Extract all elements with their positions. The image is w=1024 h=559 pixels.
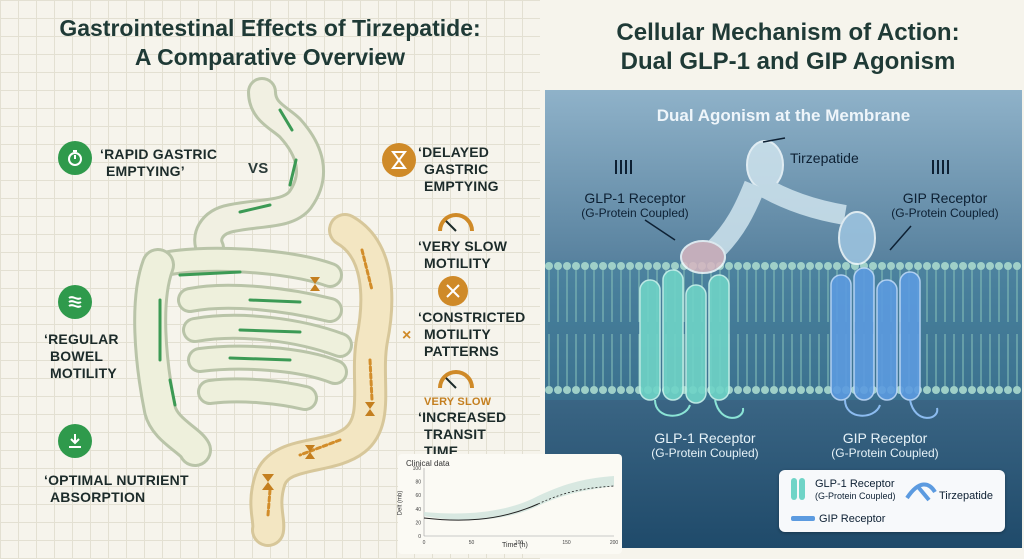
intestine-icon [58,285,92,319]
bottom-gip-sub: (G-Protein Coupled) [831,446,939,460]
gauge-icon-2 [436,364,476,397]
inset-x-tick: 50 [469,540,475,546]
optimal-line1: ‘Optimal Nutrient [44,472,189,488]
bottom-gip-title: GIP Receptor [842,430,928,446]
vs-label: VS [248,160,269,177]
inset-y-tick: 60 [415,493,421,499]
delayed-line3: Emptying [424,178,499,194]
constricted-line2: Motility [424,326,491,342]
constricted-line1: ‘Constricted [418,309,526,325]
inset-y-tick: 100 [413,466,422,472]
left-title: Gastrointestinal Effects of Tirzepatide:… [20,14,520,72]
gauge-caption: Very Slow [424,396,492,408]
veryslow-line2: Motility [424,255,491,271]
inset-y-tick: 80 [415,480,421,486]
legend-tirzepatide: Tirzepatide [939,490,994,502]
tirzepatide-label: Tirzepatide [790,150,859,166]
inset-title: Clinical data [406,459,450,468]
legend-glp1-sub: (G-Protein Coupled) [815,491,896,501]
inset-xlabel: Time (h) [502,542,528,549]
legend-glp1-title: GLP-1 Receptor [815,478,895,490]
gip-receptor-sub: (G-Protein Coupled) [891,206,999,220]
constricted-label: ‘Constricted Motility Patterns [418,309,525,360]
veryslow-line1: ‘Very Slow [418,238,508,254]
right-title-line1: Cellular Mechanism of Action: [616,19,960,46]
bottom-gip-label: GIP Receptor (G-Protein Coupled) [800,430,970,460]
inset-y-tick: 0 [418,534,421,540]
membrane-illustration [545,137,1022,419]
optimal-line2: Absorption [50,489,146,505]
regular-line3: Motility [50,365,117,381]
inset-x-tick: 150 [562,540,571,546]
bottom-glp1-label: GLP-1 Receptor (G-Protein Coupled) [620,430,790,460]
rapid-line1: ‘Rapid Gastric [100,146,218,162]
inset-ylabel: Delt (mb) [397,490,404,516]
membrane-panel: Dual Agonism at the Membrane Tirzepatide… [545,90,1022,548]
legend-glp1: GLP-1 Receptor (G-Protein Coupled) [815,478,896,502]
delayed-gastric-label: ‘Delayed Gastric Emptying [418,144,499,195]
inset-y-tick: 40 [415,507,421,513]
rapid-gastric-label: ‘Rapid Gastric Emptying’ [100,146,217,180]
optimal-nutrient-label: ‘Optimal Nutrient Absorption [44,472,189,506]
very-slow-label: ‘Very Slow Motility [418,238,507,272]
gip-receptor-title: GIP Receptor [902,190,988,206]
inset-x-tick: 100 [515,540,524,546]
left-title-line1: Gastrointestinal Effects of Tirzepatide: [59,15,481,41]
constriction-icon [438,276,468,306]
constricted-line3: Patterns [424,343,499,359]
glp1-receptor-label: GLP-1 Receptor (G-Protein Coupled) [565,190,705,220]
x-mark: × [402,327,412,344]
gip-receptor-icon [925,152,955,182]
inset-y-tick: 20 [415,520,421,526]
increased-transit-label: ‘Increased Transit Time [418,409,506,460]
right-title: Cellular Mechanism of Action: Dual GLP-1… [552,18,1024,76]
gauge-icon [436,207,476,240]
glp1-receptor-title: GLP-1 Receptor [584,190,686,206]
regular-bowel-label: ‘Regular Bowel Motility [44,331,119,382]
legend-gip: GIP Receptor [819,513,886,525]
bottom-glp1-title: GLP-1 Receptor [654,430,756,446]
hourglass-icon [382,143,416,177]
legend-box: GLP-1 Receptor (G-Protein Coupled) Tirze… [779,470,1005,532]
inset-series-projection [537,485,615,505]
increased-line1: ‘Increased [418,409,507,425]
gip-receptor-label: GIP Receptor (G-Protein Coupled) [875,190,1015,220]
rapid-line2: Emptying’ [106,163,185,179]
inset-x-tick: 0 [423,540,426,546]
inset-series-line [423,503,539,521]
increased-line2: Transit [424,426,487,442]
inset-x-tick: 200 [610,540,619,546]
nutrient-icon [58,424,92,458]
bottom-glp1-sub: (G-Protein Coupled) [651,446,759,460]
right-title-line2: Dual GLP-1 and GIP Agonism [620,48,956,75]
glp1-receptor-sub: (G-Protein Coupled) [581,206,689,220]
regular-line1: ‘Regular [44,331,119,347]
inset-confidence-band [424,476,614,521]
delayed-line1: ‘Delayed [418,144,490,160]
regular-line2: Bowel [50,348,104,364]
left-title-line2: A Comparative Overview [134,44,406,70]
panel-heading: Dual Agonism at the Membrane [656,106,911,125]
gi-effects-panel: Gastrointestinal Effects of Tirzepatide:… [0,0,540,559]
delayed-line2: Gastric [424,161,489,177]
clinical-inset-chart: Clinical data 0 50 100 150 200 0 20 40 60 80 100 D… [397,454,622,554]
receptor-icon [608,152,638,182]
stopwatch-icon [58,141,92,175]
inset-plot: 0 50 100 150 200 0 20 40 60 80 100 [413,466,619,546]
intestine-illustration [133,77,394,547]
